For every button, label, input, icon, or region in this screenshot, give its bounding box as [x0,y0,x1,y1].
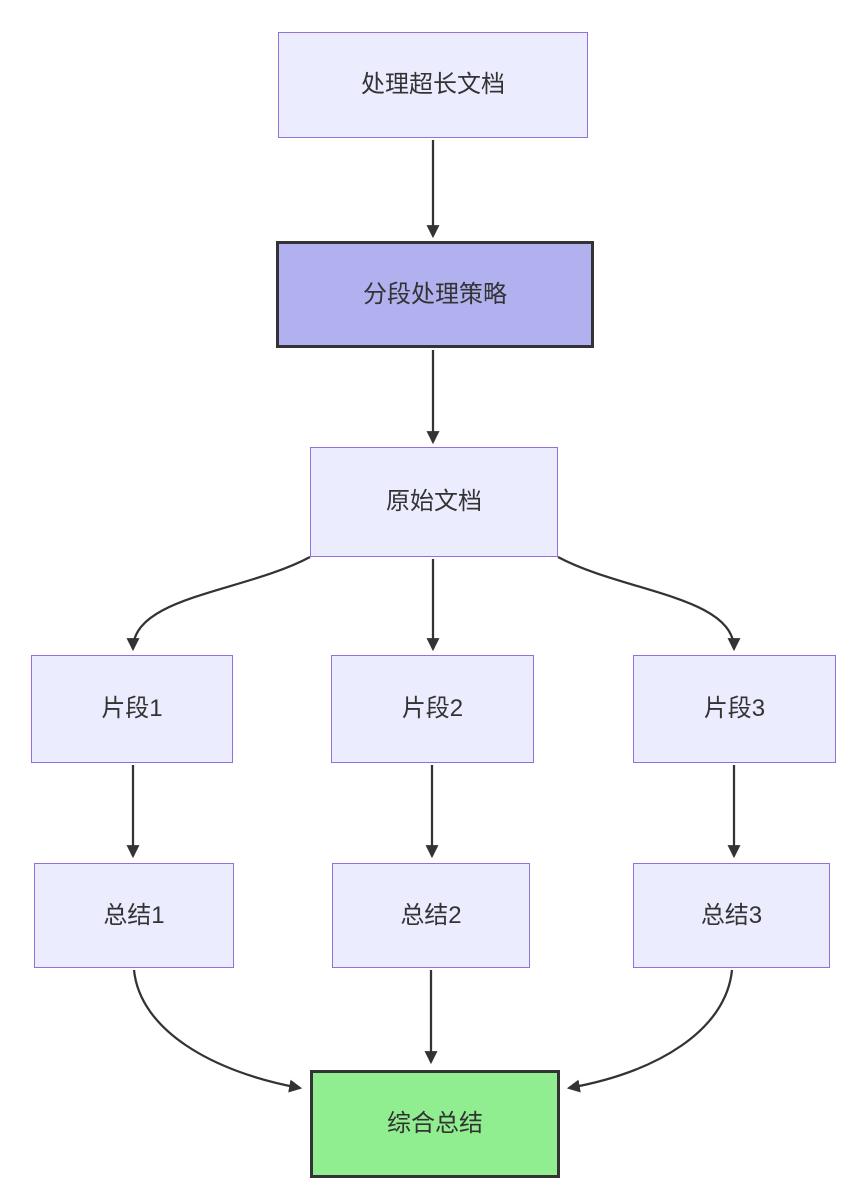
node-process-long-document: 处理超长文档 [278,32,588,138]
node-summary-1: 总结1 [34,863,234,968]
edge-original-to-frag1 [126,556,311,652]
node-summary-2: 总结2 [332,863,530,968]
node-label: 总结3 [700,901,763,929]
node-label: 片段1 [101,695,163,723]
node-original-document: 原始文档 [310,447,558,557]
node-fragment-1: 片段1 [31,655,233,763]
edge-sum1-to-combined [132,969,303,1093]
node-fragment-2: 片段2 [331,655,534,763]
node-label: 总结2 [400,901,462,929]
node-label: 分段处理策略 [363,280,507,308]
node-label: 原始文档 [386,488,482,516]
node-combined-summary: 综合总结 [310,1070,560,1178]
node-segmentation-strategy: 分段处理策略 [276,241,594,348]
edge-sum3-to-combined [566,969,734,1093]
node-label: 片段3 [703,695,766,723]
node-label: 片段2 [401,695,464,723]
node-fragment-3: 片段3 [633,655,836,763]
node-label: 总结1 [103,901,165,929]
node-label: 处理超长文档 [361,71,505,99]
node-summary-3: 总结3 [633,863,830,968]
node-label: 综合总结 [387,1110,483,1138]
edge-original-to-frag3 [557,556,741,652]
